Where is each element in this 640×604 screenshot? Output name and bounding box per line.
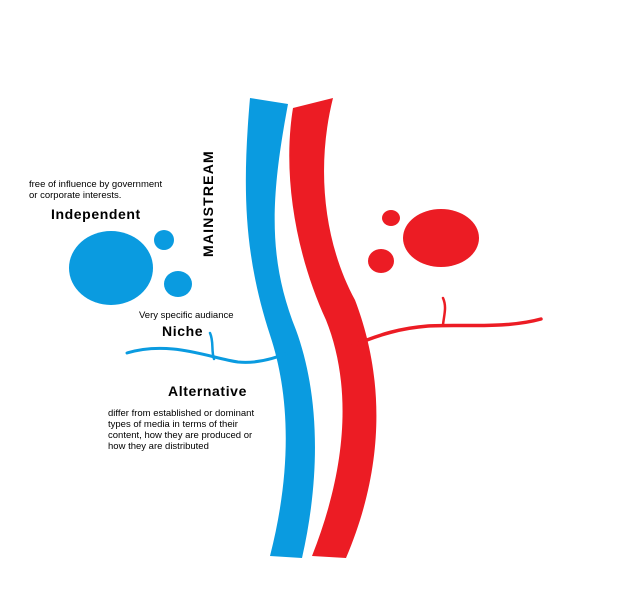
- red-branch: [350, 317, 543, 348]
- mainstream-label: MAINSTREAM: [200, 150, 216, 257]
- independent-bubble-medium: [164, 271, 192, 297]
- niche-description: Very specific audiance: [139, 310, 234, 321]
- independent-bubble-small: [154, 230, 174, 250]
- independent-title: Independent: [51, 206, 141, 222]
- niche-branch: [125, 346, 292, 364]
- blue-mainstream-stream: [245, 98, 315, 558]
- alternative-description: differ from established or dominant type…: [108, 408, 255, 452]
- niche-title: Niche: [162, 323, 204, 339]
- red-bubble-large: [403, 209, 479, 267]
- red-branch-twig: [441, 296, 447, 327]
- red-mainstream-stream: [289, 98, 377, 558]
- niche-branch-twig: [208, 331, 216, 361]
- alternative-title: Alternative: [168, 383, 247, 399]
- independent-description: free of influence by government or corpo…: [29, 179, 163, 201]
- red-bubble-medium: [368, 249, 394, 273]
- red-bubble-small: [382, 210, 400, 226]
- independent-bubble-large: [69, 231, 153, 305]
